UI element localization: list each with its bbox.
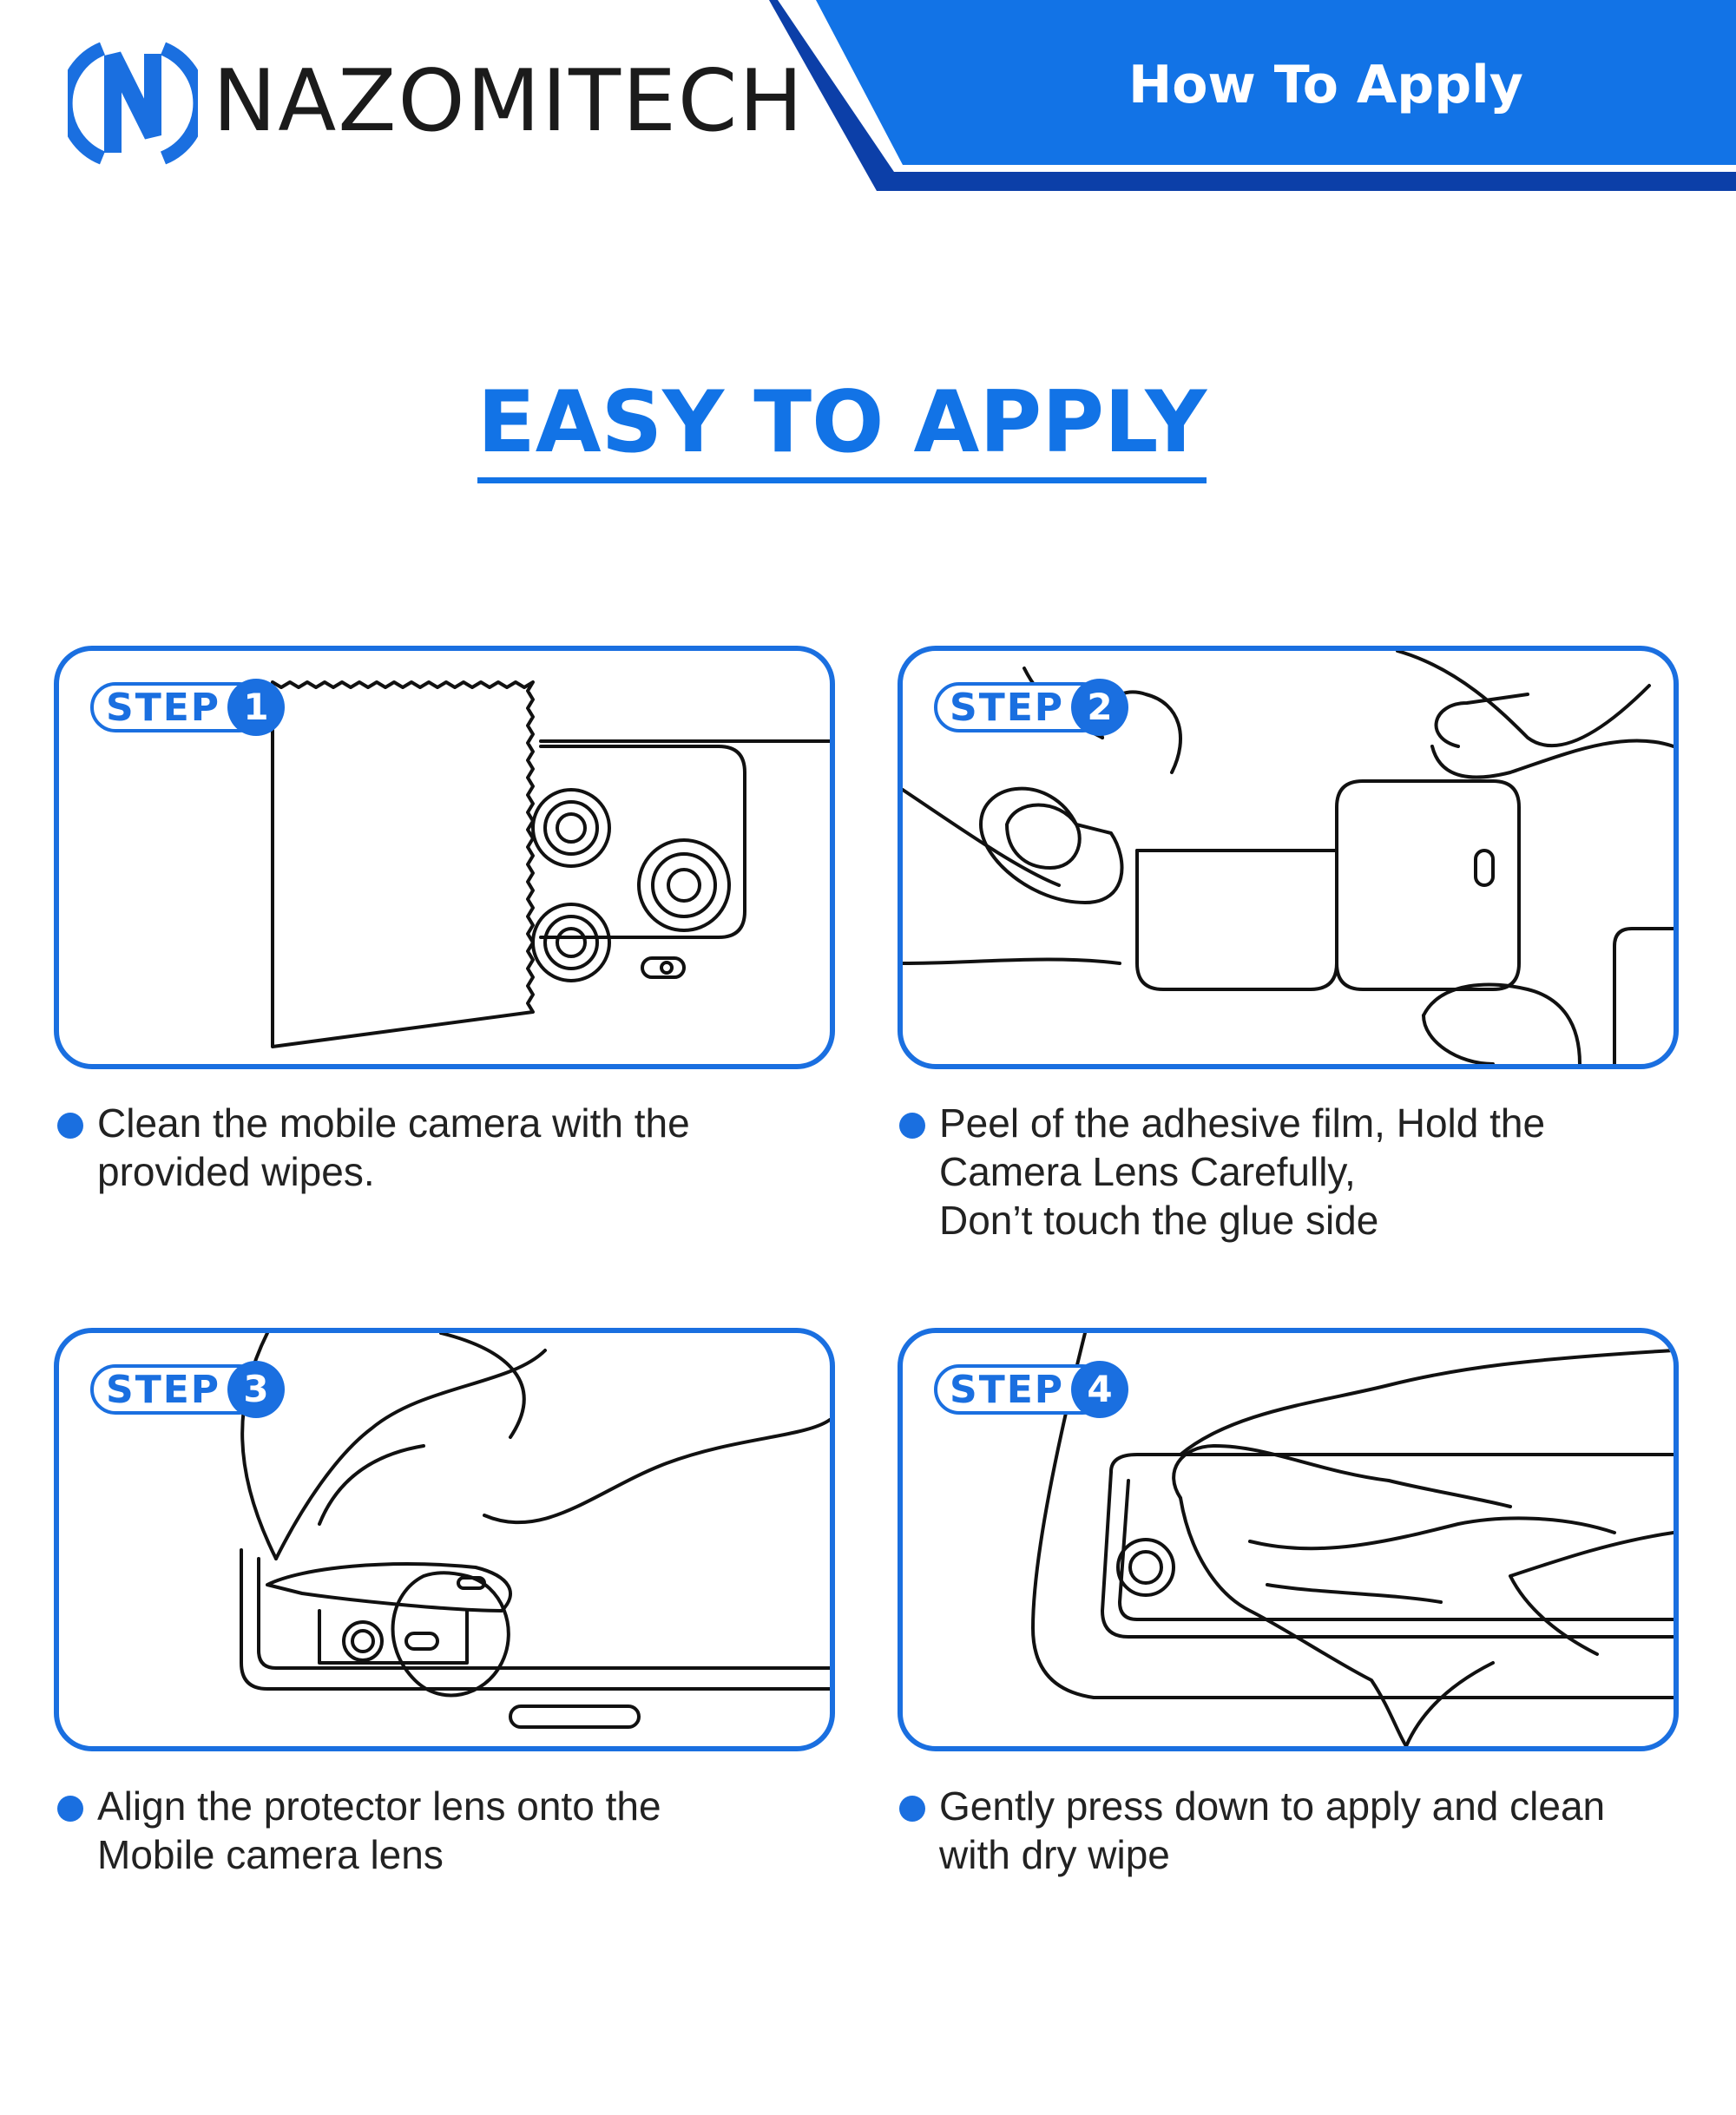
brand-logo-icon <box>68 42 198 165</box>
bullet-icon <box>57 1113 83 1139</box>
step-3-illustration <box>240 1333 830 1729</box>
bullet-icon <box>899 1113 925 1139</box>
banner-shape <box>769 0 1736 191</box>
step-3-panel: STEP 3 <box>54 1328 835 1751</box>
header: NAZOMITECH How To Apply <box>0 0 1736 191</box>
step-4-illustration <box>1031 1333 1674 1746</box>
step-3-badge: STEP 3 <box>90 1361 285 1420</box>
step-1-panel: STEP 1 <box>54 646 835 1069</box>
how-to-apply-label: How To Apply <box>1128 55 1523 115</box>
step-2-panel: STEP 2 <box>898 646 1679 1069</box>
page-title: EASY TO APPLY <box>0 373 1684 483</box>
bullet-icon <box>899 1796 925 1822</box>
step-4-badge: STEP 4 <box>934 1361 1128 1420</box>
step-2-badge: STEP 2 <box>934 679 1128 738</box>
step-1-badge: STEP 1 <box>90 679 285 738</box>
bullet-icon <box>57 1796 83 1822</box>
step-4-panel: STEP 4 <box>898 1328 1679 1751</box>
step-1-illustration <box>271 680 830 1048</box>
brand-name: NAZOMITECH <box>213 52 805 151</box>
